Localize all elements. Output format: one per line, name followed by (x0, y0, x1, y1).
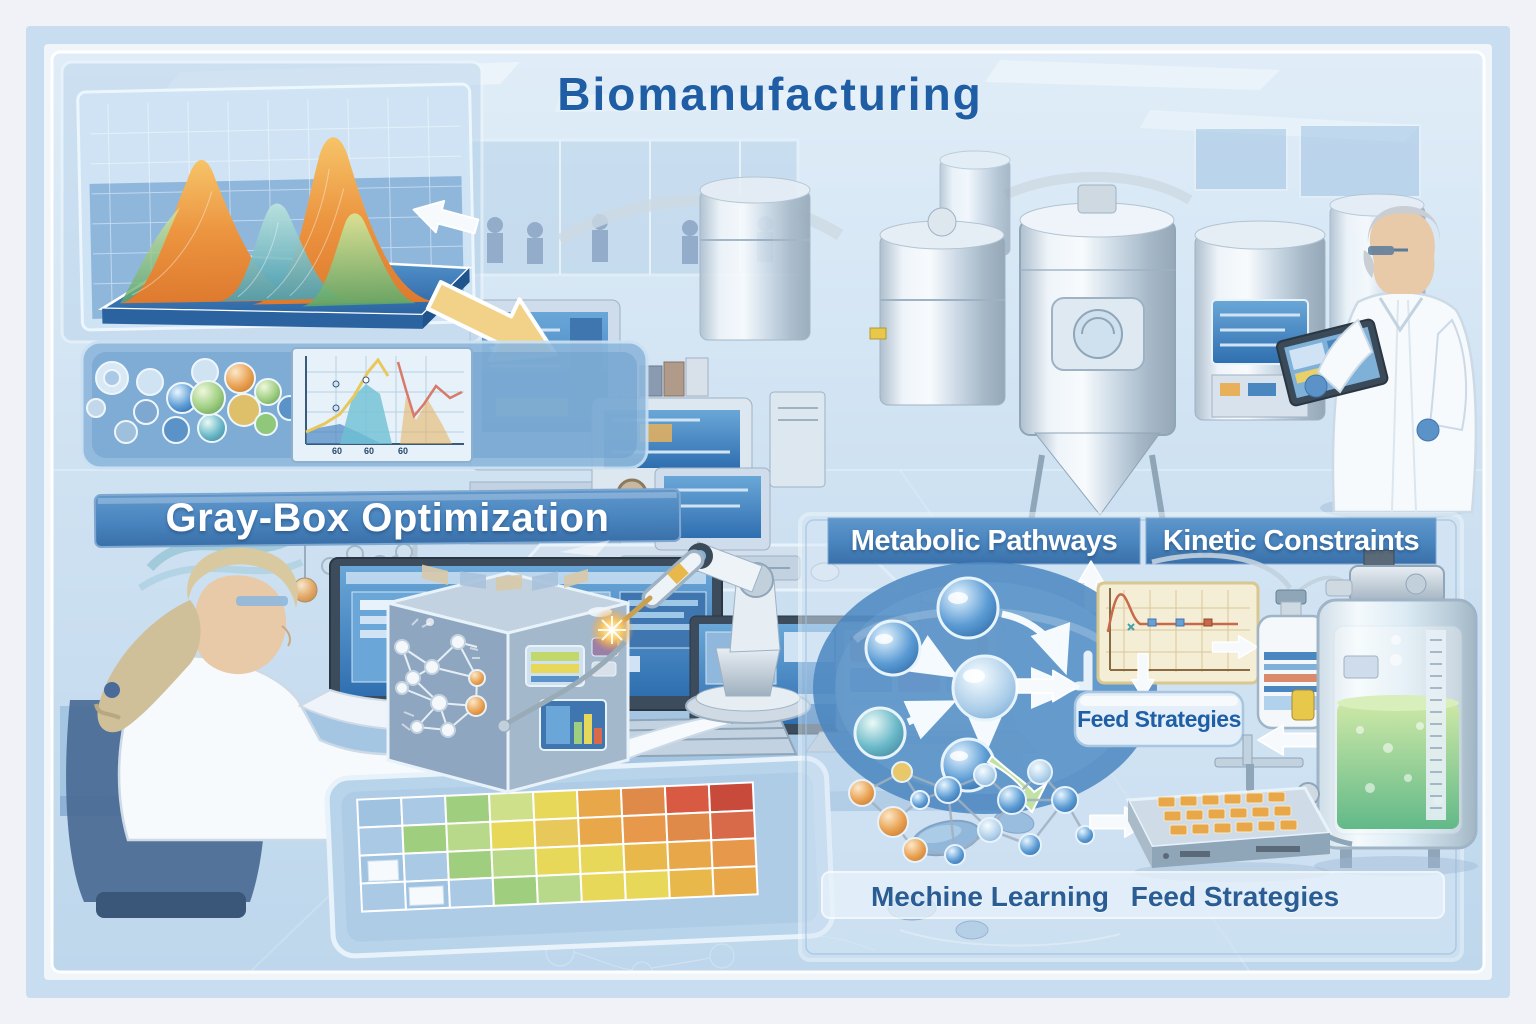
kinetics-chart (1096, 581, 1260, 685)
robot-arm (497, 540, 979, 733)
scientist-with-tablet (1275, 206, 1478, 520)
gray-box-banner-label: Gray-Box Optimization (165, 495, 610, 540)
feed-strategies-label: Feed Strategies (1130, 881, 1340, 912)
machine-learning-label: Mechine Learning (870, 881, 1110, 912)
header-metabolic-pathways: Metabolic Pathways (850, 524, 1118, 557)
cells-and-chart-tray (80, 340, 649, 470)
feed-strategies-box-label: Feed Strategies (1077, 705, 1241, 732)
feed-strategies-box (1073, 690, 1245, 748)
right-panel (798, 512, 1478, 962)
mini-line-chart (291, 347, 473, 463)
gray-box-scene (324, 540, 979, 959)
network-graph (394, 618, 487, 738)
surface-plot-3d (97, 137, 473, 329)
mini-chart-tick-2: 60 (363, 446, 374, 456)
neural-network (848, 759, 1095, 866)
mini-chart-tick-1: 60 (331, 446, 342, 456)
gray-box-cube (386, 564, 630, 794)
page-title: Biomanufacturing (557, 68, 983, 120)
green-bioreactor (1291, 549, 1478, 876)
header-kinetic-constraints: Kinetic Constraints (1162, 524, 1420, 557)
mini-chart-tick-3: 60 (397, 446, 408, 456)
response-surface-panel (60, 60, 484, 344)
bottom-label-bar (821, 871, 1445, 919)
gray-box-banner (93, 488, 682, 549)
cell-cluster (86, 358, 303, 444)
researcher-figure (66, 547, 740, 918)
heatmap-tablet (324, 755, 836, 959)
